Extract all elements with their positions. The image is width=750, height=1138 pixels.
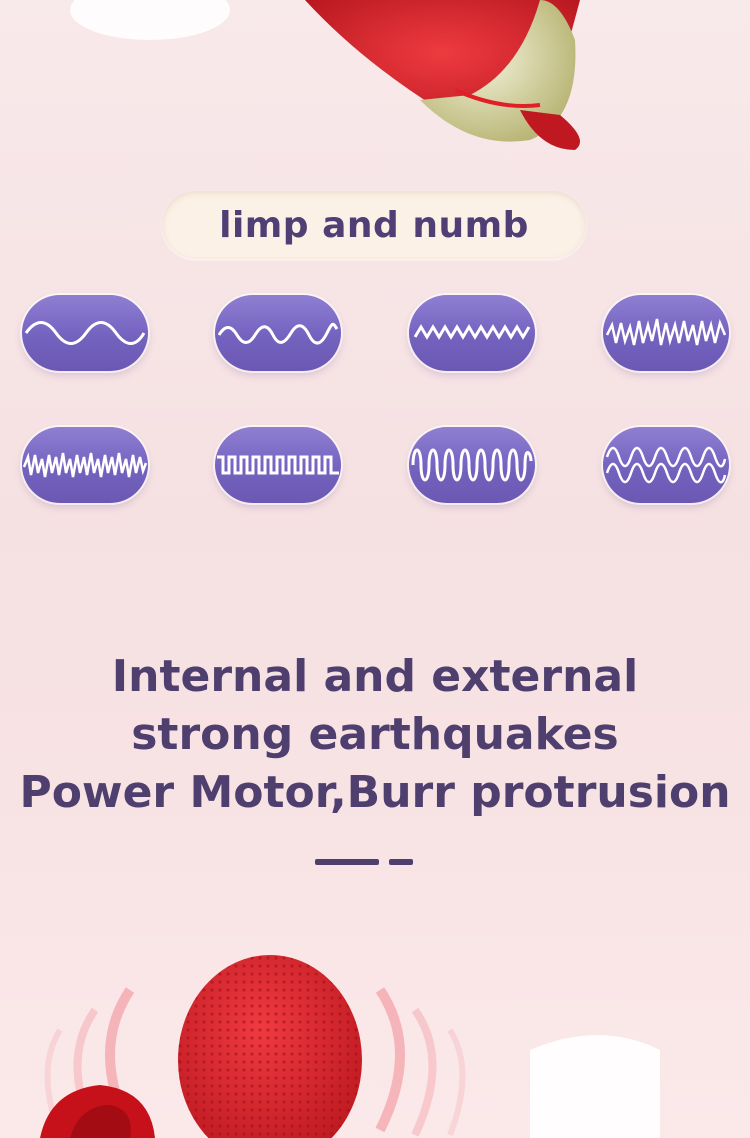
wave-icon bbox=[605, 446, 727, 468]
headline-line-1: Internal and external bbox=[111, 651, 639, 702]
vibration-mode-2 bbox=[215, 295, 341, 371]
vibration-mode-4 bbox=[603, 295, 729, 371]
wave-icon bbox=[22, 452, 148, 478]
vibration-mode-1 bbox=[22, 295, 148, 371]
wave-icon bbox=[411, 448, 533, 482]
divider-dash-short bbox=[389, 859, 413, 865]
mode-label-pill: limp and numb bbox=[162, 191, 586, 259]
divider-dash-long bbox=[315, 859, 379, 865]
vibration-mode-8 bbox=[603, 427, 729, 503]
wave-icon bbox=[217, 322, 339, 345]
vibration-mode-7 bbox=[409, 427, 535, 503]
mode-label-text: limp and numb bbox=[219, 204, 529, 246]
wave-icon bbox=[217, 455, 339, 475]
vibration-mode-6 bbox=[215, 427, 341, 503]
vibration-mode-5 bbox=[22, 427, 148, 503]
headline-line-3: Power Motor,Burr protrusion bbox=[19, 767, 731, 818]
wave-icon bbox=[413, 324, 531, 340]
vibration-mode-3 bbox=[409, 295, 535, 371]
wave-icon bbox=[605, 318, 727, 346]
product-photo-bottom bbox=[40, 955, 660, 1138]
product-photo-top bbox=[70, 0, 580, 150]
headline-line-2: strong earthquakes bbox=[131, 709, 619, 760]
wave-icon bbox=[24, 321, 146, 345]
headline: Internal and external strong earthquakes… bbox=[0, 648, 750, 822]
vibration-mode-grid bbox=[0, 290, 750, 510]
